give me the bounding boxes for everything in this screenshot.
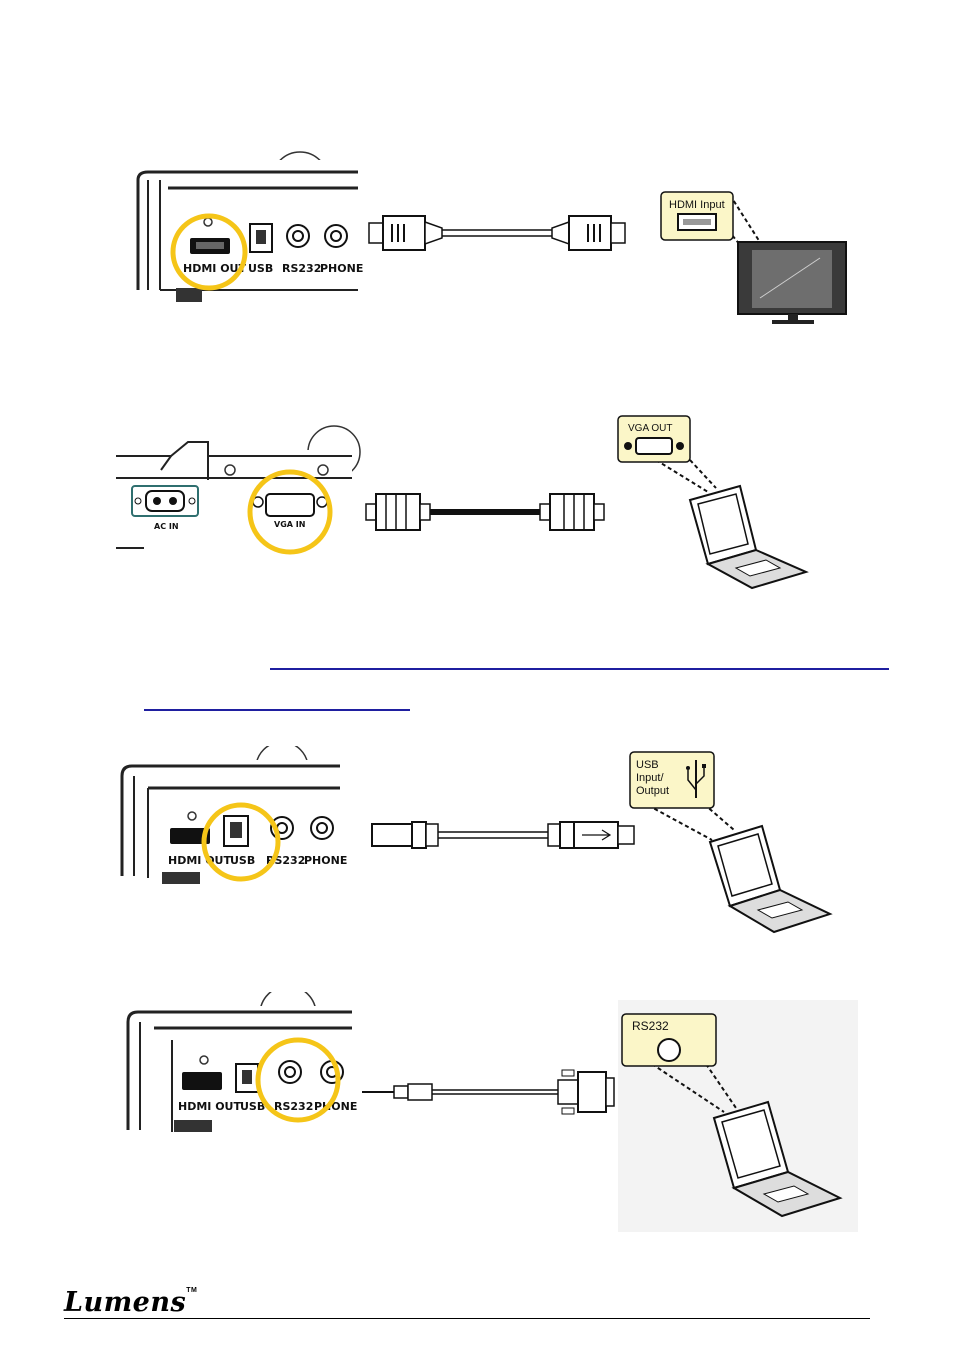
hdmi-cable-icon <box>368 215 626 251</box>
port-label-ac-in: AC IN <box>154 522 179 531</box>
port-label-usb: USB <box>230 854 255 867</box>
callout-label-usb-line1: USB <box>636 759 659 771</box>
device-rear-panel: HDMI OUT USB RS232 PHONE <box>135 151 363 302</box>
lumens-logo: LumensTM <box>64 1287 198 1318</box>
port-label-phone: PHONE <box>304 854 347 867</box>
highlight-circle <box>170 213 248 291</box>
highlight-circle <box>201 802 281 882</box>
usb-cable-icon <box>371 821 635 849</box>
rs232-connection-diagram: HDMI OUT USB RS232 PHONE RS232 <box>126 992 858 1232</box>
link-underline-1 <box>270 668 889 670</box>
highlight-circle <box>247 469 333 555</box>
callout-label-usb-line2: Input/ <box>636 772 664 784</box>
laptop-with-vga-out-icon: VGA OUT <box>617 415 809 590</box>
tv-with-hdmi-input-icon: HDMI Input <box>660 191 847 324</box>
port-label-usb: USB <box>248 262 273 275</box>
usb-icon <box>686 760 706 798</box>
callout-label-rs232: RS232 <box>632 1019 669 1033</box>
device-rear-panel-usb: HDMI OUT USB RS232 PHONE <box>120 746 347 884</box>
port-label-hdmi-out: HDMI OUT <box>168 854 231 867</box>
port-label-rs232: RS232 <box>282 262 321 275</box>
usb-connection-diagram: HDMI OUT USB RS232 PHONE USB Input/ Outp… <box>120 746 833 934</box>
laptop-with-usb-port-icon: USB Input/ Output <box>629 751 833 934</box>
hdmi-connection-diagram: HDMI OUT USB RS232 PHONE HDMI Input <box>135 151 847 324</box>
callout-label-hdmi-input: HDMI Input <box>669 199 725 211</box>
callout-label-vga-out: VGA OUT <box>628 423 672 434</box>
device-rear-panel-vga: AC IN VGA IN <box>116 425 361 555</box>
port-label-hdmi-out: HDMI OUT <box>183 262 246 275</box>
laptop-with-rs232-port-icon: RS232 <box>618 1000 858 1232</box>
rs232-cable-icon <box>362 1069 615 1115</box>
rs232-port-icon <box>657 1038 681 1062</box>
port-label-rs232: RS232 <box>274 1100 313 1113</box>
port-label-vga-in: VGA IN <box>274 520 305 529</box>
vga-connection-diagram: AC IN VGA IN VGA OUT <box>116 415 809 590</box>
trademark-mark: TM <box>186 1287 198 1294</box>
port-label-phone: PHONE <box>320 262 363 275</box>
callout-label-usb-line3: Output <box>636 785 669 797</box>
footer-rule <box>64 1318 870 1319</box>
device-rear-panel-rs232: HDMI OUT USB RS232 PHONE <box>126 992 357 1136</box>
logo-text: Lumens <box>64 1287 187 1318</box>
highlight-circle <box>255 1037 341 1123</box>
vga-cable-icon <box>365 493 605 531</box>
port-label-hdmi-out: HDMI OUT <box>178 1100 241 1113</box>
link-underline-2 <box>144 709 410 711</box>
port-label-usb: USB <box>240 1100 265 1113</box>
